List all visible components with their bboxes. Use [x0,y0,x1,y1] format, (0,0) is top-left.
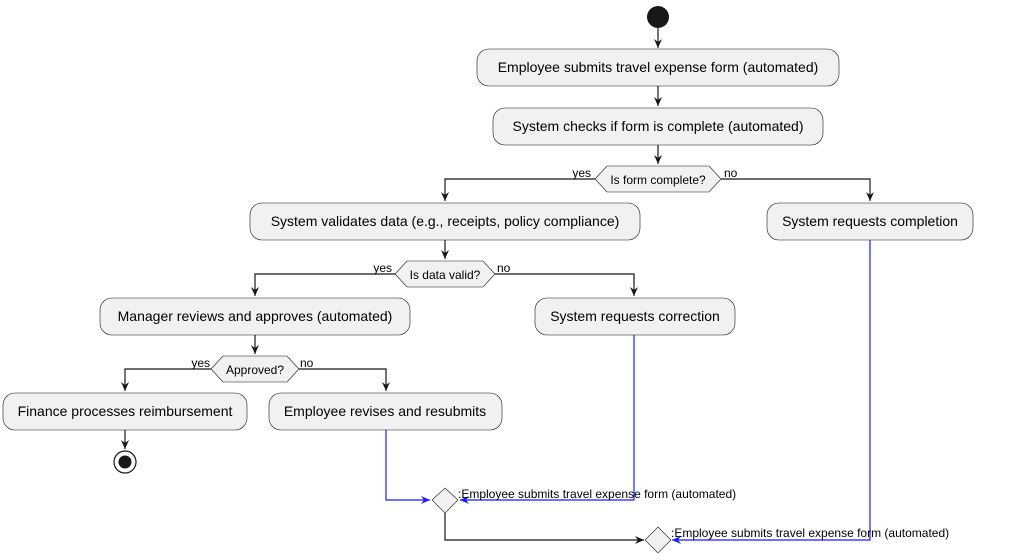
merge-inner[interactable] [431,487,459,514]
activity-submit[interactable]: Employee submits travel expense form (au… [476,48,840,87]
activity-revise[interactable]: Employee revises and resubmits [268,392,503,431]
edge-complete-yes [441,178,595,201]
decision-data-valid[interactable]: Is data valid? [394,260,496,288]
activity-finance-label: Finance processes reimbursement [18,403,233,419]
loop-back-edges [385,240,871,544]
decision-approved-label: Approved? [226,363,284,377]
branch-valid-yes: yes [373,261,392,275]
edges [121,28,874,544]
edge-approved-yes [121,368,211,391]
activity-submit-label: Employee submits travel expense form (au… [498,59,819,75]
edge-revise-to-inner-merge [385,430,430,504]
start-node [647,6,669,28]
activity-validate-label: System validates data (e.g., receipts, p… [271,213,620,229]
branch-approved-no: no [300,356,314,370]
branch-complete-yes: yes [572,166,591,180]
decision-form-complete[interactable]: Is form complete? [594,165,722,193]
decision-data-valid-label: Is data valid? [410,268,481,282]
edge-complete-no [721,178,874,201]
merge-outer[interactable] [644,526,672,554]
merge-inner-label: :Employee submits travel expense form (a… [458,487,736,501]
edge-valid-no [495,273,638,296]
edge-completion-to-outer-merge [672,240,871,544]
branch-approved-yes: yes [191,356,210,370]
stop-node [113,450,137,474]
edge-inner-merge-outer [444,513,644,544]
edge-valid-yes [251,273,395,296]
decision-form-complete-label: Is form complete? [610,173,706,187]
activity-request-completion[interactable]: System requests completion [766,202,974,241]
decision-approved[interactable]: Approved? [210,355,300,383]
edge-approved-no [299,368,390,391]
activity-validate[interactable]: System validates data (e.g., receipts, p… [249,202,641,241]
activity-request-correction-label: System requests correction [550,308,720,324]
activity-request-correction[interactable]: System requests correction [534,297,736,336]
activity-request-completion-label: System requests completion [782,213,958,229]
activity-manager[interactable]: Manager reviews and approves (automated) [99,297,411,336]
merge-outer-label: :Employee submits travel expense form (a… [671,526,949,540]
edge-correction-to-inner-merge [460,335,635,504]
activity-revise-label: Employee revises and resubmits [284,403,486,419]
branch-complete-no: no [724,166,738,180]
branch-valid-no: no [497,261,511,275]
activity-manager-label: Manager reviews and approves (automated) [118,308,393,324]
activity-finance[interactable]: Finance processes reimbursement [2,392,248,431]
activity-check[interactable]: System checks if form is complete (autom… [492,107,824,146]
activity-check-label: System checks if form is complete (autom… [513,118,804,134]
